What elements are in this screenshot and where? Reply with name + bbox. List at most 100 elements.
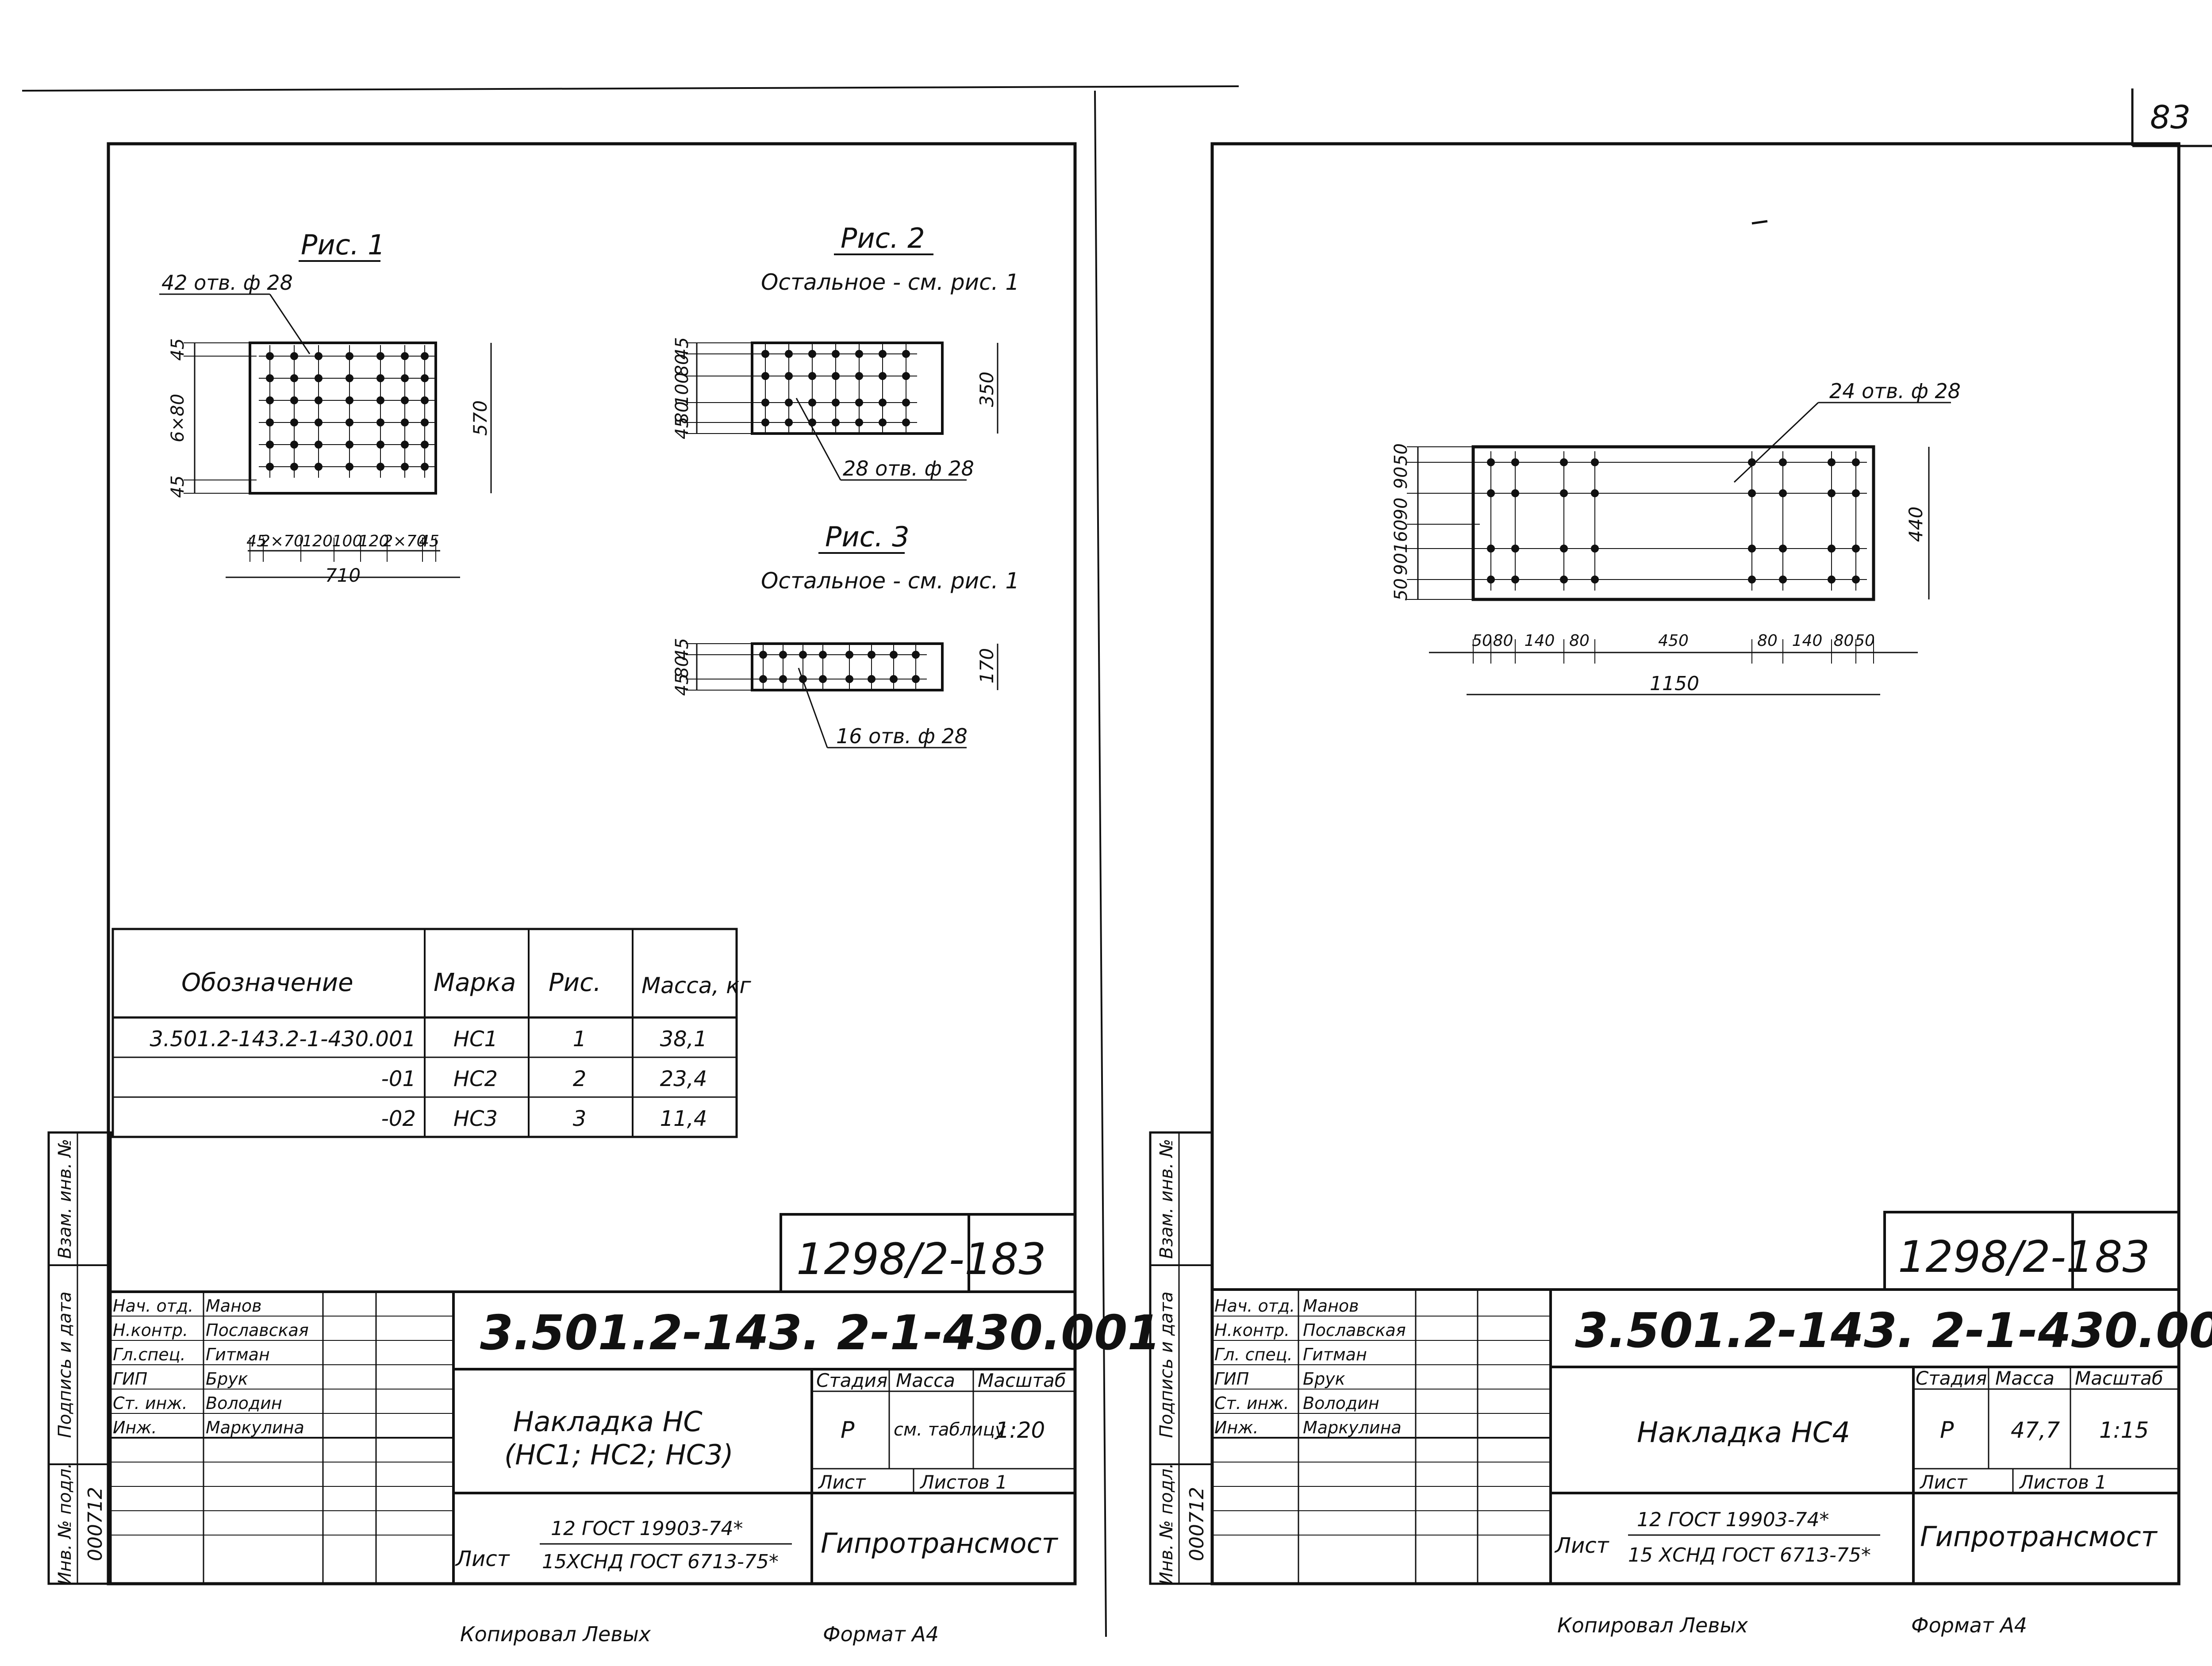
right-item-name: Накладка НС4 — [1637, 1416, 1850, 1449]
spec-header-fig: Рис. — [549, 968, 601, 997]
role-label: Инж. — [113, 1418, 157, 1437]
bolt-hole — [346, 352, 353, 360]
fig2-holes-label: 28 отв. ф 28 — [843, 457, 974, 480]
bolt-hole — [421, 352, 429, 360]
role-label: Нач. отд. — [113, 1296, 193, 1316]
bolt-hole — [376, 441, 384, 449]
left-album-code: 1298/2-1 — [796, 1234, 992, 1285]
bolt-hole — [832, 372, 840, 380]
person-name: Гитман — [1303, 1345, 1367, 1364]
bolt-hole — [761, 418, 769, 426]
left-side-stamp: Взам. инв. № Подпись и дата Инв. № подл.… — [47, 1131, 112, 1585]
dim-label-v: 100 — [672, 372, 692, 406]
left-material-prefix: Лист — [455, 1547, 511, 1571]
right-sheets-label: Листов 1 — [2019, 1471, 2107, 1493]
bolt-hole — [1779, 545, 1787, 553]
fig1-title: Рис. 1 — [301, 229, 385, 261]
bolt-hole — [376, 374, 384, 382]
right-material-prefix: Лист — [1554, 1533, 1610, 1558]
bolt-hole — [315, 396, 323, 404]
bolt-hole — [845, 651, 853, 659]
bolt-hole — [819, 675, 827, 683]
spec-cell: 1 — [573, 1027, 587, 1052]
spec-cell: 3.501.2-143.2-1-430.001 — [150, 1027, 416, 1052]
dim-label-h: 120 — [302, 532, 333, 550]
person-name: Манов — [206, 1296, 262, 1316]
bolt-hole — [879, 418, 887, 426]
fig2-plate — [751, 342, 944, 435]
bolt-hole — [1511, 458, 1519, 466]
bolt-hole — [1560, 545, 1568, 553]
bolt-hole — [290, 463, 298, 471]
spec-cell: 3 — [573, 1106, 587, 1131]
page-number: 83 — [2150, 99, 2191, 136]
left-item-name-2: (НС1; НС2; НС3) — [504, 1439, 733, 1471]
dim-label-v: 50 — [1391, 578, 1411, 601]
dim-label-h: 100 — [332, 532, 363, 550]
bolt-hole — [1560, 489, 1568, 497]
role-label: ГИП — [113, 1369, 147, 1389]
bolt-hole — [1852, 545, 1860, 553]
bolt-hole — [290, 418, 298, 426]
bolt-hole — [401, 352, 409, 360]
bolt-hole — [902, 399, 910, 407]
left-stamp-label-replace: Взам. инв. № — [55, 1139, 75, 1259]
bolt-hole — [761, 350, 769, 358]
dim-label-v: 160 — [1391, 519, 1411, 553]
left-stamp-inv-number: 000712 — [84, 1487, 107, 1561]
bolt-hole — [376, 463, 384, 471]
dim-label-v: 80 — [672, 656, 692, 678]
bolt-hole — [346, 396, 353, 404]
person-name: Маркулина — [1303, 1418, 1402, 1437]
spec-cell: НС3 — [453, 1106, 498, 1131]
left-stamp-label-inv: Инв. № подл. — [55, 1463, 75, 1585]
bolt-hole — [879, 350, 887, 358]
bolt-hole — [266, 396, 274, 404]
spec-table: Обозначение Марка Рис. Масса, кг 3.501.2… — [111, 928, 751, 1138]
bolt-hole — [401, 418, 409, 426]
right-stamp-label-sign: Подпись и дата — [1156, 1291, 1177, 1438]
bolt-hole — [315, 418, 323, 426]
bolt-hole — [785, 372, 793, 380]
role-label: ГИП — [1214, 1369, 1249, 1389]
dim-label-h: 45 — [419, 532, 439, 550]
bolt-hole — [845, 675, 853, 683]
role-label: Ст. инж. — [1214, 1393, 1289, 1413]
bolt-hole — [1828, 458, 1836, 466]
dim-label-v: 45 — [168, 476, 188, 498]
left-sheet-frame — [107, 142, 1077, 1585]
fig3-hole-grid — [752, 644, 927, 690]
bolt-hole — [832, 350, 840, 358]
dim-label-h: 50 — [1855, 632, 1875, 650]
dim-label-h: 50 — [1472, 632, 1492, 650]
right-title-block: 1298/2-1 83 3.501.2-143. 2-1-430.002 Нач… — [1212, 1211, 2212, 1584]
left-col-stage: Стадия — [816, 1370, 887, 1391]
right-sheet-number: 83 — [2095, 1232, 2150, 1282]
role-label: Гл. спец. — [1214, 1345, 1293, 1364]
dim-label-h: 2×70 — [260, 532, 304, 550]
right-designation: 3.501.2-143. 2-1-430.002 — [1575, 1303, 2212, 1359]
right-side-stamp: Взам. инв. № Подпись и дата Инв. № подл.… — [1149, 1131, 1214, 1585]
bolt-hole — [1828, 576, 1836, 583]
dim-label-h: 450 — [1658, 632, 1689, 650]
bolt-hole — [1511, 576, 1519, 583]
dim-label-h: 140 — [1525, 632, 1555, 650]
dim-label-v: 80 — [672, 354, 692, 376]
bolt-hole — [401, 396, 409, 404]
bolt-hole — [1852, 576, 1860, 583]
person-name: Володин — [1303, 1393, 1379, 1413]
role-label: Н.контр. — [1214, 1321, 1290, 1340]
bolt-hole — [421, 418, 429, 426]
dim-label-h: 2×70 — [383, 532, 427, 550]
left-material-line2: 15ХСНД ГОСТ 6713-75* — [542, 1551, 779, 1573]
dim-label-h: 80 — [1834, 632, 1854, 650]
right-material-line2: 15 ХСНД ГОСТ 6713-75* — [1628, 1544, 1871, 1566]
fig3-plate — [751, 642, 944, 691]
bolt-hole — [1828, 545, 1836, 553]
